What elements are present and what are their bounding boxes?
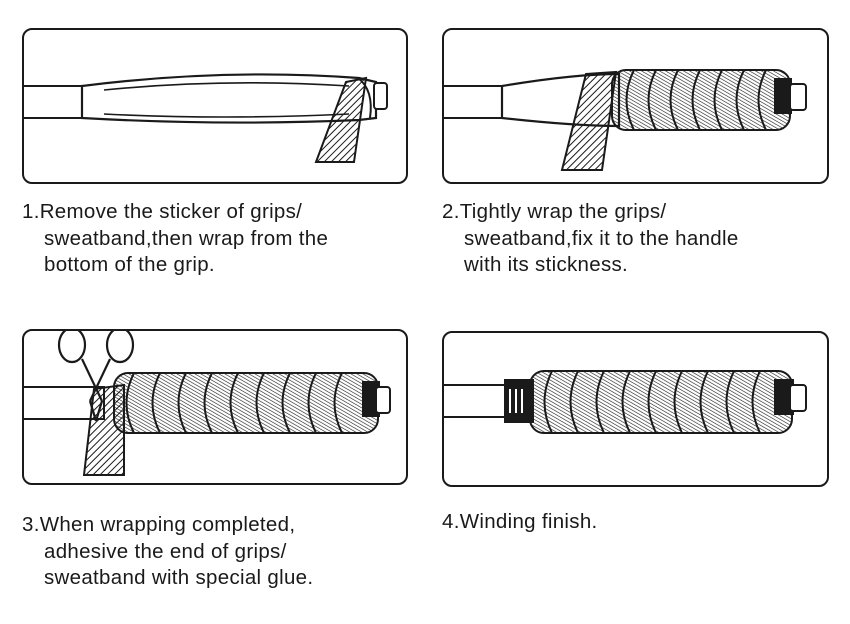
step-3-caption: 3.When wrapping completed, adhesive the … <box>22 512 313 592</box>
step-4-caption: 4.Winding finish. <box>442 509 598 536</box>
step-2-illustration <box>442 28 829 184</box>
step-text: Winding finish. <box>459 510 598 533</box>
step-number: 3. <box>22 513 40 536</box>
step-number: 4. <box>442 510 460 533</box>
step-text: sweatband,fix it to the handle <box>464 226 739 250</box>
step-text: adhesive the end of grips/ <box>44 539 287 563</box>
handle-wrapped-with-scissors-illustration <box>24 331 391 476</box>
handle-with-tape-start-illustration <box>24 73 388 163</box>
handle-fully-wrapped-illustration <box>444 370 807 434</box>
step-text: When wrapping completed, <box>39 513 296 536</box>
step-number: 2. <box>442 200 460 223</box>
step-text: sweatband with special glue. <box>44 566 314 589</box>
handle-partially-wrapped-illustration <box>444 69 807 171</box>
step-1-caption: 1.Remove the sticker of grips/ sweatband… <box>22 199 328 279</box>
step-text: Remove the sticker of grips/ <box>39 200 303 223</box>
step-number: 1. <box>22 200 40 223</box>
step-3-illustration <box>22 329 408 485</box>
step-2-caption: 2.Tightly wrap the grips/ sweatband,fix … <box>442 199 739 279</box>
step-text: sweatband,then wrap from the <box>44 226 329 250</box>
step-4-illustration <box>442 331 829 487</box>
step-text: Tightly wrap the grips/ <box>459 200 667 223</box>
step-2-line-1: 2.Tightly wrap the grips/ <box>442 199 739 226</box>
step-1-line-1: 1.Remove the sticker of grips/ <box>22 199 328 226</box>
step-1-illustration <box>22 28 408 184</box>
step-text: with its stickness. <box>464 253 629 276</box>
step-text: bottom of the grip. <box>44 253 215 276</box>
step-4-line-1: 4.Winding finish. <box>442 509 598 536</box>
step-3-line-1: 3.When wrapping completed, <box>22 512 313 539</box>
